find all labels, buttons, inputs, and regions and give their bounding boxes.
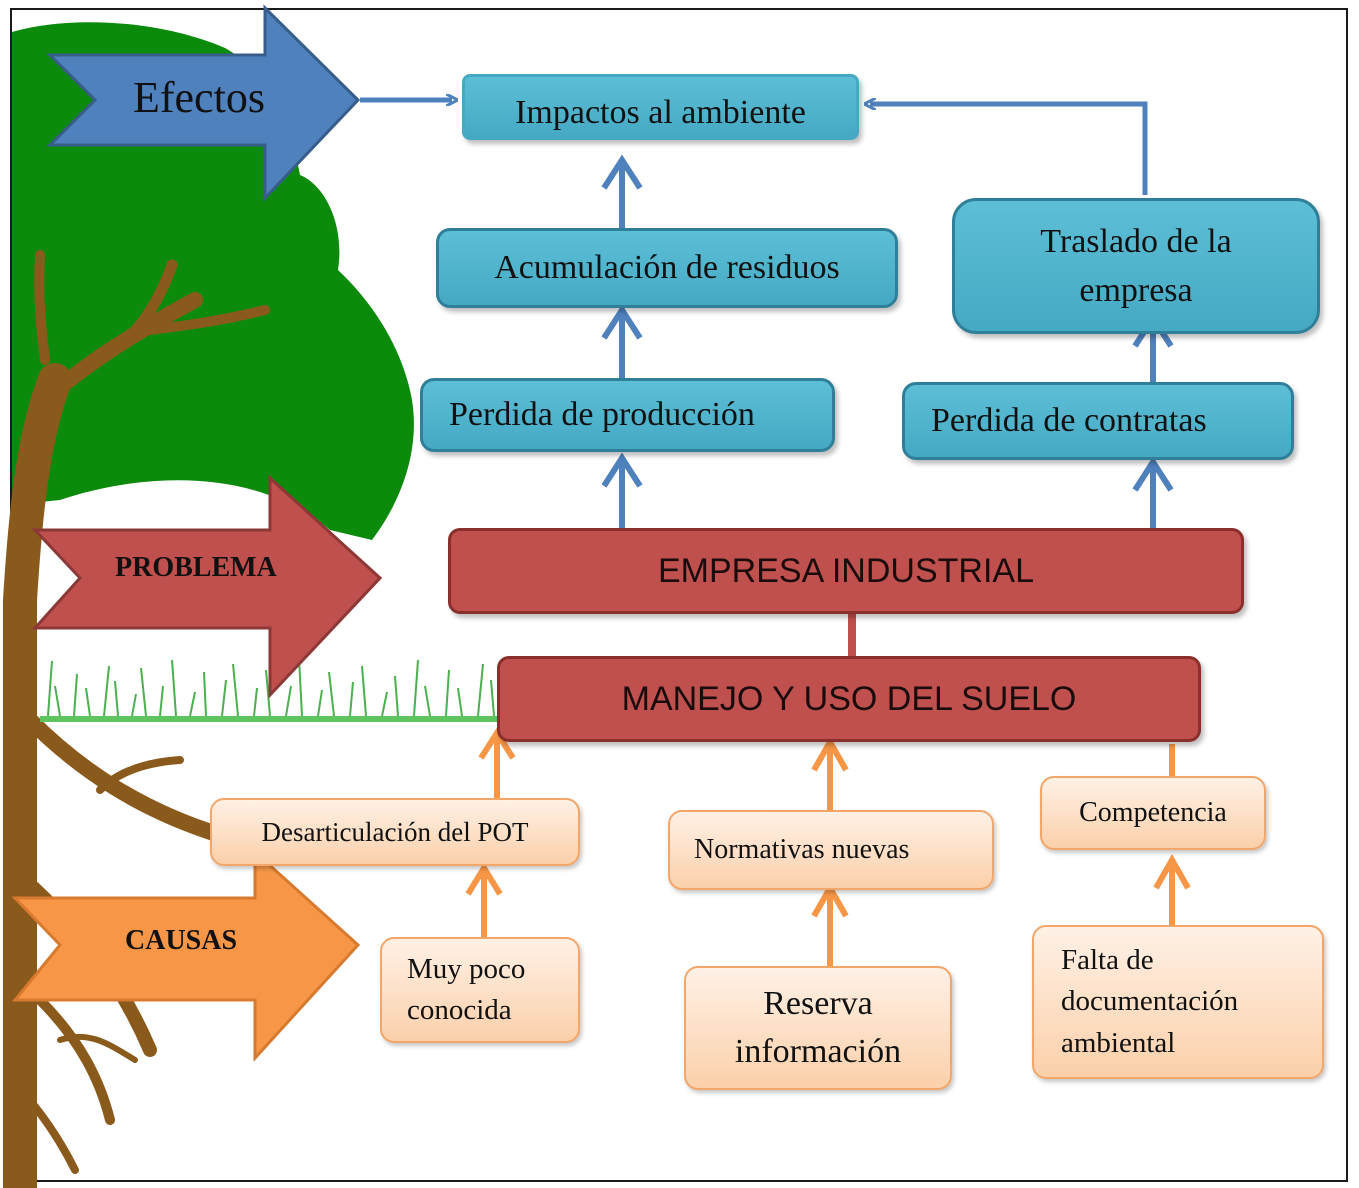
perdida-contratas-box: Perdida de contratas: [902, 382, 1294, 460]
empresa-industrial-box: EMPRESA INDUSTRIAL: [448, 528, 1244, 614]
causas-label: CAUSAS: [125, 925, 238, 956]
muy-poco-box: Muy poco conocida: [380, 937, 580, 1043]
reserva-box: Reserva información: [684, 966, 952, 1090]
effect-up-arrows: [601, 154, 1174, 528]
acumulacion-box: Acumulación de residuos: [436, 228, 898, 308]
manejo-suelo-box: MANEJO Y USO DEL SUELO: [497, 656, 1201, 742]
impactos-box: Impactos al ambiente: [462, 74, 859, 140]
competencia-box: Competencia: [1040, 776, 1266, 850]
efectos-arrow-shape: [46, 4, 361, 202]
problema-arrow-shape: [31, 474, 383, 699]
grass: [40, 657, 520, 722]
perdida-produccion-box: Perdida de producción: [420, 378, 835, 452]
falta-box: Falta de documentación ambiental: [1032, 925, 1324, 1079]
desarticulacion-box: Desarticulación del POT: [210, 798, 580, 866]
traslado-box: Traslado de la empresa: [952, 198, 1320, 334]
effect-connectors: [360, 100, 1148, 195]
causas-arrow-shape: [11, 848, 361, 1062]
normativas-box: Normativas nuevas: [668, 810, 994, 890]
tree-canopy: [12, 22, 414, 541]
efectos-label: Efectos: [133, 73, 265, 122]
problema-label: PROBLEMA: [115, 552, 277, 583]
